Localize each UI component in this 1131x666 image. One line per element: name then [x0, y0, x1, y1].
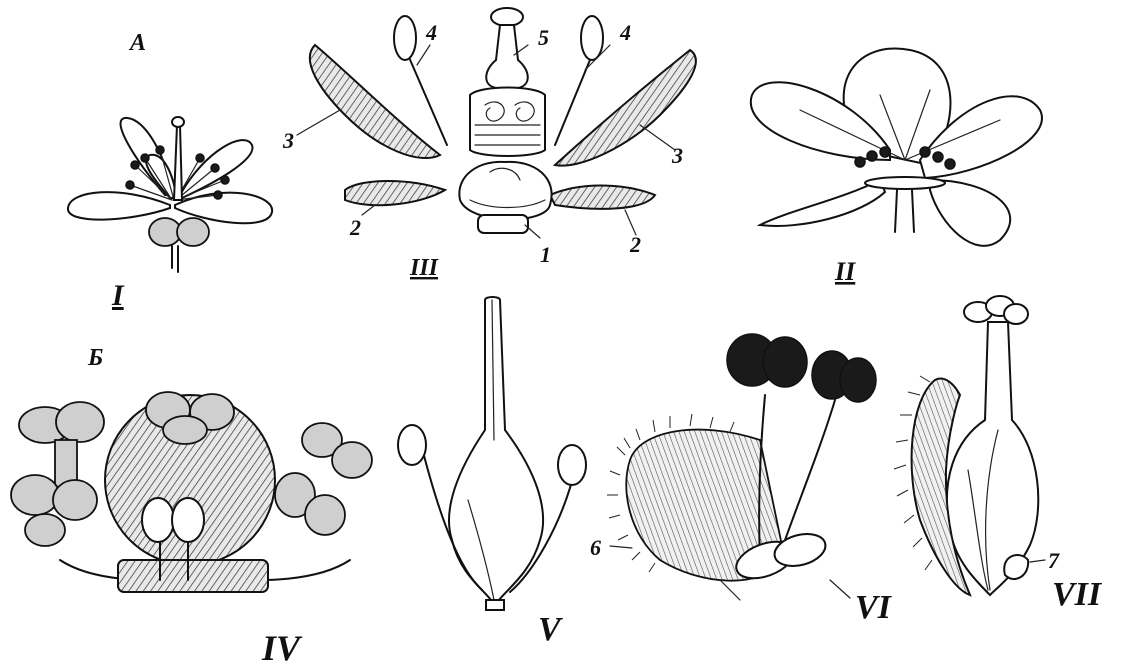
figure-II-open-flower [751, 48, 1042, 245]
callout-3-right: 3 [671, 143, 683, 168]
figure-III-exploded-flower [297, 8, 696, 238]
callout-1: 1 [540, 242, 551, 267]
label-group-B: Б [87, 345, 103, 371]
callout-4-left: 4 [425, 20, 437, 45]
callout-3-left: 3 [282, 128, 294, 153]
label-fig-I: I [111, 279, 125, 312]
label-fig-II: II [834, 257, 856, 286]
callout-2-left: 2 [349, 215, 361, 240]
label-fig-VII: VII [1052, 576, 1103, 613]
label-group-A: А [128, 30, 146, 56]
callout-2-right: 2 [629, 232, 641, 257]
figure-VII-pistil-bract [894, 296, 1045, 595]
label-fig-V: V [538, 611, 563, 648]
figure-V-pistil [398, 297, 586, 610]
callout-4-right: 4 [619, 20, 631, 45]
callout-5: 5 [538, 25, 549, 50]
label-fig-VI: VI [855, 589, 893, 626]
label-fig-III: III [409, 255, 440, 281]
figure-IV-ovary-stamens [11, 392, 372, 592]
label-fig-IV: IV [261, 628, 303, 666]
callout-6: 6 [590, 535, 601, 560]
callout-7: 7 [1048, 548, 1060, 573]
figure-VI-stamens [607, 334, 876, 600]
figure-I-flower [68, 117, 272, 272]
